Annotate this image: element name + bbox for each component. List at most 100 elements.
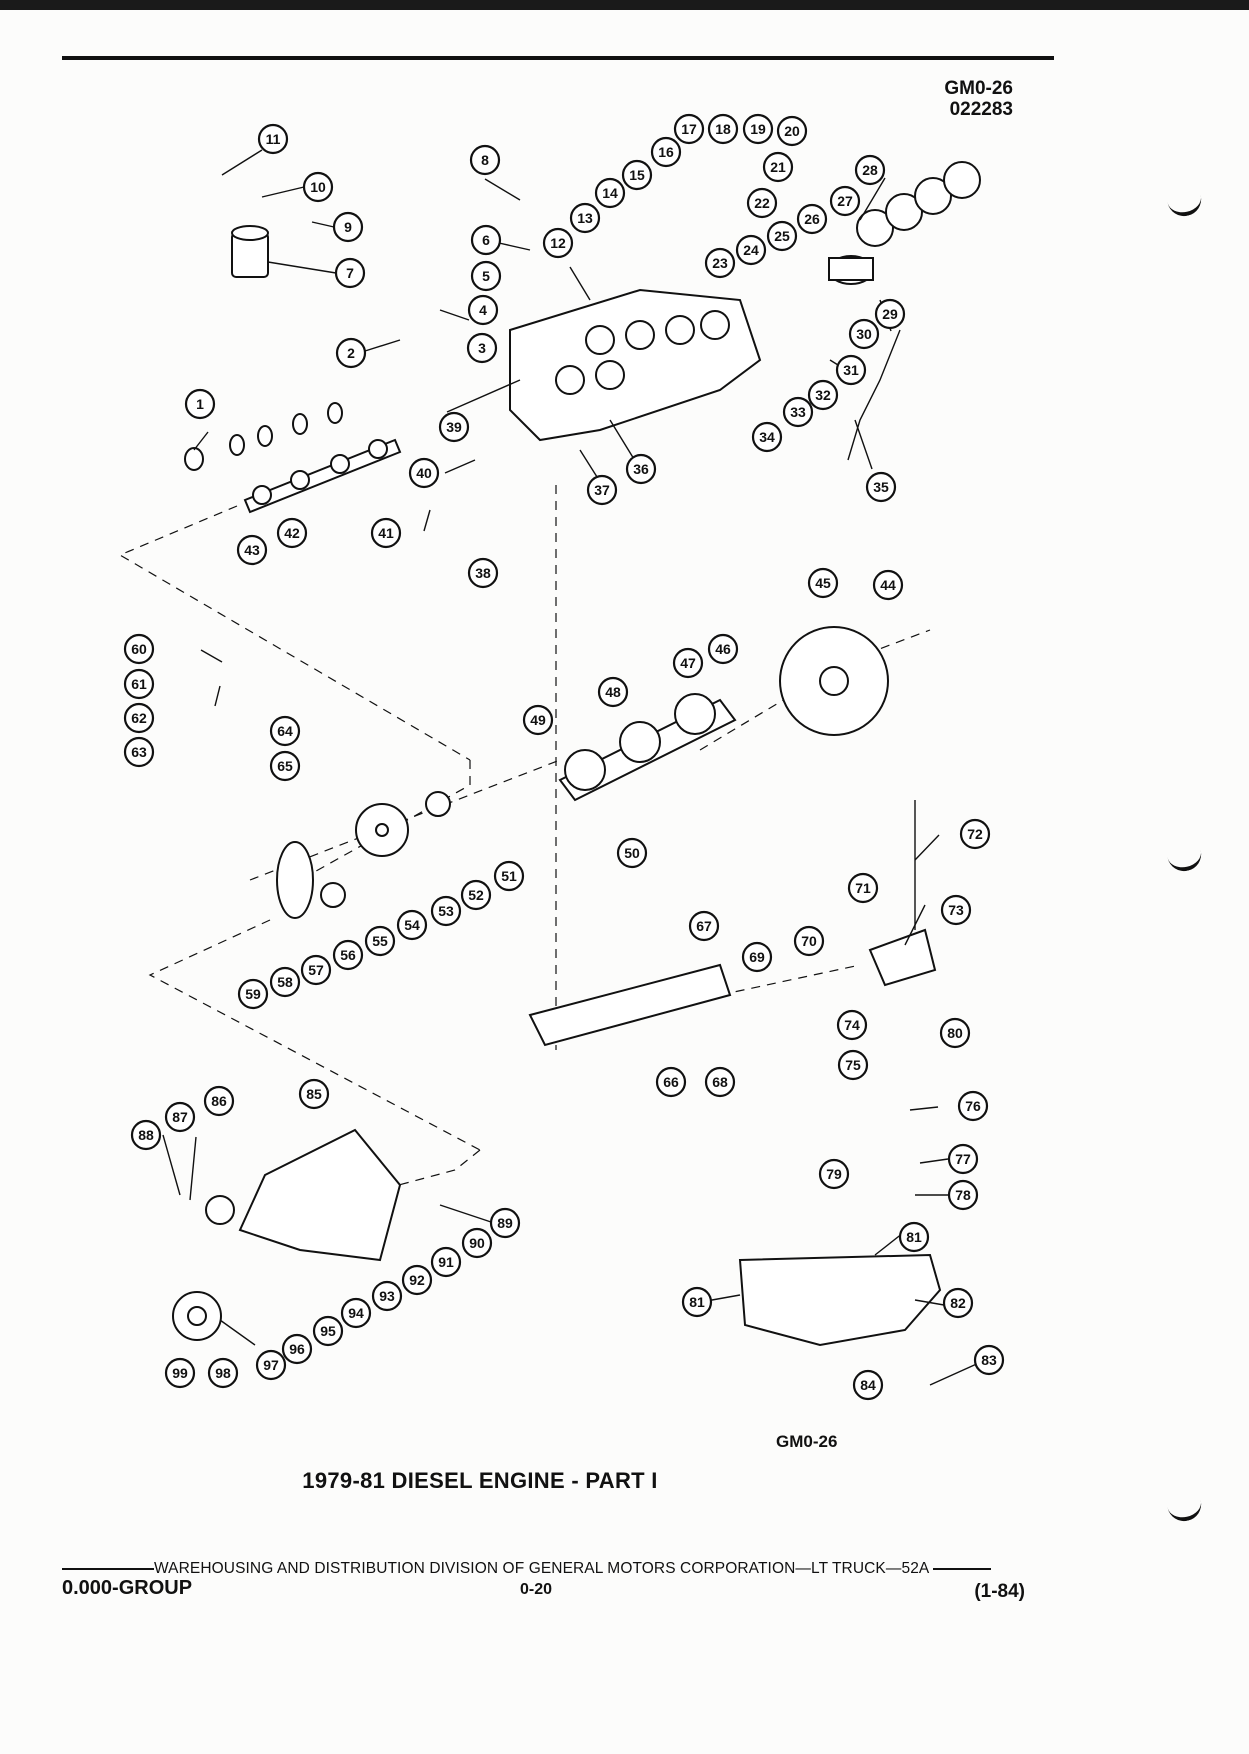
guide-line: [148, 919, 481, 1151]
callout-81b: 81: [681, 1286, 713, 1318]
svg-text:57: 57: [308, 962, 324, 978]
svg-text:71: 71: [855, 880, 871, 896]
callout-97: 97: [255, 1349, 287, 1381]
callout-99: 99: [164, 1357, 196, 1389]
svg-text:13: 13: [577, 210, 593, 226]
svg-text:12: 12: [550, 235, 566, 251]
callout-72: 72: [959, 818, 991, 850]
callout-55: 55: [364, 925, 396, 957]
svg-text:78: 78: [955, 1187, 971, 1203]
svg-text:53: 53: [438, 903, 454, 919]
callout-43: 43: [236, 534, 268, 566]
svg-text:73: 73: [948, 902, 964, 918]
flywheel: [779, 626, 889, 736]
callout-45: 45: [807, 567, 839, 599]
callout-22: 22: [746, 187, 778, 219]
svg-text:72: 72: [967, 826, 983, 842]
callout-7: 7: [334, 257, 366, 289]
svg-text:21: 21: [770, 159, 786, 175]
svg-text:47: 47: [680, 655, 696, 671]
callout-77: 77: [947, 1143, 979, 1175]
callout-76: 76: [957, 1090, 989, 1122]
svg-text:77: 77: [955, 1151, 971, 1167]
svg-text:46: 46: [715, 641, 731, 657]
svg-text:33: 33: [790, 404, 806, 420]
svg-text:38: 38: [475, 565, 491, 581]
footer-dash-right: [932, 1567, 991, 1570]
svg-text:11: 11: [266, 131, 281, 147]
svg-text:70: 70: [801, 933, 817, 949]
svg-text:17: 17: [681, 121, 697, 137]
callout-93: 93: [371, 1280, 403, 1312]
crankshaft: [558, 693, 737, 802]
svg-text:97: 97: [263, 1357, 279, 1373]
callout-47: 47: [672, 647, 704, 679]
callout-95: 95: [312, 1315, 344, 1347]
svg-text:66: 66: [663, 1074, 679, 1090]
callout-8: 8: [469, 144, 501, 176]
svg-text:23: 23: [712, 255, 728, 271]
callout-23: 23: [704, 247, 736, 279]
callout-30: 30: [848, 318, 880, 350]
callout-61: 61: [123, 668, 155, 700]
callout-78: 78: [947, 1179, 979, 1211]
svg-text:79: 79: [826, 1166, 842, 1182]
svg-text:67: 67: [696, 918, 712, 934]
svg-text:51: 51: [501, 868, 517, 884]
svg-text:54: 54: [404, 917, 420, 933]
callout-62: 62: [123, 702, 155, 734]
guide-line: [719, 964, 861, 996]
callout-36: 36: [625, 453, 657, 485]
svg-text:10: 10: [310, 179, 326, 195]
timing-sprockets: [276, 791, 451, 919]
svg-text:50: 50: [624, 845, 640, 861]
svg-text:75: 75: [845, 1057, 861, 1073]
svg-text:43: 43: [244, 542, 260, 558]
callout-29: 29: [874, 298, 906, 330]
callout-53: 53: [430, 895, 462, 927]
callout-14: 14: [594, 177, 626, 209]
footer-group: 0.000-GROUP: [62, 1577, 193, 1599]
svg-text:29: 29: [882, 306, 898, 322]
guide-lines: [118, 485, 931, 1191]
svg-text:5: 5: [482, 268, 490, 284]
callout-58: 58: [269, 966, 301, 998]
main-bearing-caps: [528, 963, 732, 1047]
svg-text:98: 98: [215, 1365, 231, 1381]
engine-block: [509, 288, 762, 442]
svg-text:45: 45: [815, 575, 831, 591]
callout-87: 87: [164, 1101, 196, 1133]
callout-84: 84: [852, 1369, 884, 1401]
guide-line: [379, 1149, 481, 1191]
svg-text:1: 1: [196, 396, 204, 412]
footer-page-number: 0-20: [520, 1581, 553, 1598]
svg-text:59: 59: [245, 986, 261, 1002]
callout-64: 64: [269, 715, 301, 747]
scan-edge: [0, 0, 1249, 10]
svg-text:25: 25: [774, 228, 790, 244]
callout-44: 44: [872, 569, 904, 601]
callout-9: 9: [332, 211, 364, 243]
svg-text:3: 3: [478, 340, 486, 356]
svg-text:55: 55: [372, 933, 388, 949]
callout-90: 90: [461, 1227, 493, 1259]
callout-86: 86: [203, 1085, 235, 1117]
callout-50: 50: [616, 837, 648, 869]
callout-27: 27: [829, 185, 861, 217]
svg-text:81: 81: [906, 1229, 922, 1245]
oil-pan: [738, 1253, 942, 1347]
svg-text:19: 19: [750, 121, 766, 137]
svg-text:93: 93: [379, 1288, 395, 1304]
callout-42: 42: [276, 517, 308, 549]
svg-text:35: 35: [873, 479, 889, 495]
svg-text:41: 41: [378, 525, 394, 541]
camshaft: [243, 438, 402, 514]
callout-20: 20: [776, 115, 808, 147]
callout-3: 3: [466, 332, 498, 364]
callout-18: 18: [707, 113, 739, 145]
callout-2: 2: [335, 337, 367, 369]
callout-71: 71: [847, 872, 879, 904]
svg-text:27: 27: [837, 193, 853, 209]
callout-73: 73: [940, 894, 972, 926]
